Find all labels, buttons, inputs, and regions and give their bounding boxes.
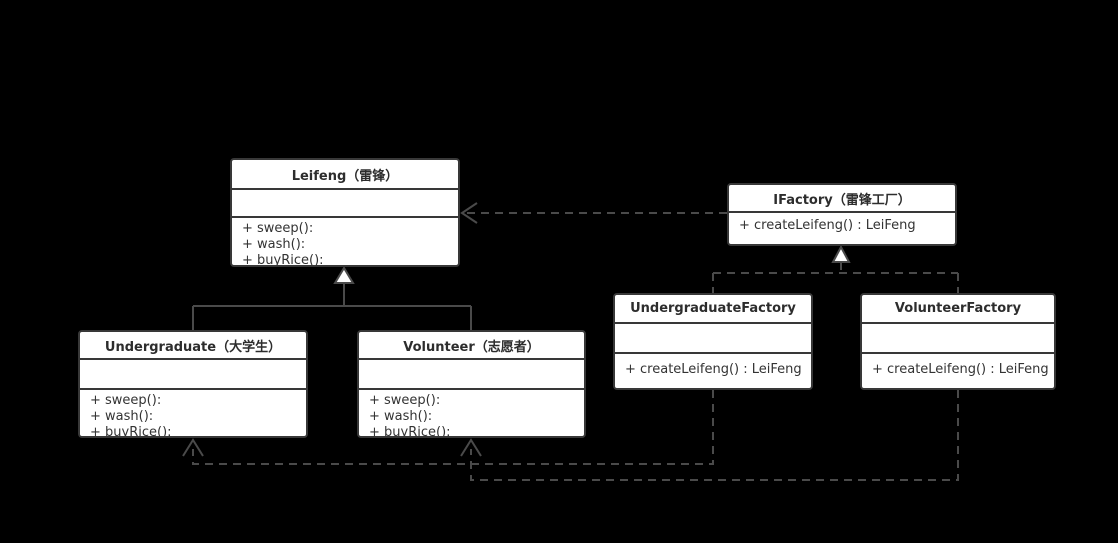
method-item: + wash(): — [369, 409, 433, 424]
class-attributes-volunteer — [359, 360, 584, 390]
class-methods-volunteer: + sweep(): + wash(): + buyRice(): — [359, 390, 584, 436]
class-title-undergraduate: Undergraduate（大学生） — [80, 332, 306, 360]
class-attributes-volunteer-factory — [862, 324, 1054, 354]
realization-line-factories-to-ifactory — [712, 262, 959, 293]
class-box-undergraduate-factory: UndergraduateFactory + createLeifeng() :… — [613, 293, 813, 390]
class-methods-leifeng: + sweep(): + wash(): + buyRice(): — [232, 218, 458, 265]
hollow-triangle-arrowhead-icon — [333, 266, 355, 284]
method-item: + createLeifeng() : LeiFeng — [739, 218, 916, 233]
method-item: + buyRice(): — [90, 425, 172, 436]
class-box-volunteer: Volunteer（志愿者） + sweep(): + wash(): + bu… — [357, 330, 586, 438]
open-arrowhead-icon — [182, 438, 204, 457]
class-methods-undergraduate: + sweep(): + wash(): + buyRice(): — [80, 390, 306, 436]
method-item: + wash(): — [90, 409, 154, 424]
inheritance-line-subclasses-to-leifeng — [192, 283, 472, 330]
open-arrowhead-icon — [460, 202, 478, 224]
class-title-ifactory: IFactory（雷锋工厂） — [729, 185, 955, 213]
class-title-volunteer: Volunteer（志愿者） — [359, 332, 584, 360]
class-box-volunteer-factory: VolunteerFactory + createLeifeng() : Lei… — [860, 293, 1056, 390]
method-item: + createLeifeng() : LeiFeng — [872, 362, 1049, 377]
class-methods-volunteer-factory: + createLeifeng() : LeiFeng — [862, 354, 1054, 388]
method-item: + wash(): — [242, 237, 306, 252]
method-item: + sweep(): — [90, 393, 162, 408]
class-methods-undergraduate-factory: + createLeifeng() : LeiFeng — [615, 354, 811, 388]
method-item: + sweep(): — [242, 221, 314, 236]
class-attributes-undergraduate-factory — [615, 324, 811, 354]
class-methods-ifactory: + createLeifeng() : LeiFeng — [729, 213, 955, 244]
method-item: + sweep(): — [369, 393, 441, 408]
class-box-undergraduate: Undergraduate（大学生） + sweep(): + wash(): … — [78, 330, 308, 438]
class-title-undergraduate-factory: UndergraduateFactory — [615, 295, 811, 324]
class-attributes-leifeng — [232, 190, 458, 218]
open-arrowhead-icon — [460, 438, 482, 457]
method-item: + buyRice(): — [242, 253, 324, 265]
class-attributes-undergraduate — [80, 360, 306, 390]
class-title-volunteer-factory: VolunteerFactory — [862, 295, 1054, 324]
method-item: + buyRice(): — [369, 425, 451, 436]
class-title-leifeng: Leifeng（雷锋） — [232, 160, 458, 190]
hollow-triangle-arrowhead-icon — [831, 244, 851, 263]
method-item: + createLeifeng() : LeiFeng — [625, 362, 802, 377]
dependency-line-volunteerfactory-to-volunteer — [470, 390, 959, 481]
class-box-ifactory: IFactory（雷锋工厂） + createLeifeng() : LeiFe… — [727, 183, 957, 246]
class-box-leifeng: Leifeng（雷锋） + sweep(): + wash(): + buyRi… — [230, 158, 460, 267]
